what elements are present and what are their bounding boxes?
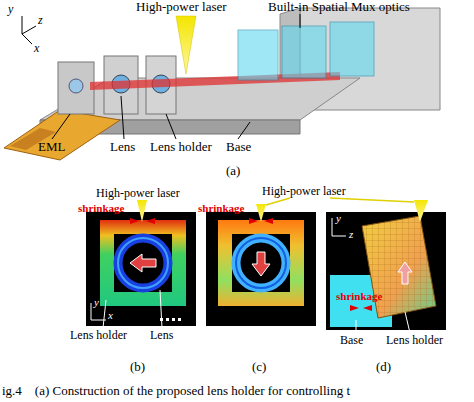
part-label: Base xyxy=(340,334,363,347)
part-label: Lens xyxy=(150,329,173,342)
effect-label: shrinkage xyxy=(78,202,124,214)
panel-label: (b) xyxy=(130,360,145,374)
part-label: Built-in Spatial Mux optics xyxy=(268,0,410,14)
fem-panel-b xyxy=(86,200,196,328)
part-label: High-power laser xyxy=(96,187,180,200)
panel-label: (d) xyxy=(376,360,391,374)
axis-label: z xyxy=(38,14,43,27)
part-label: Lens xyxy=(110,140,135,154)
part-label: Lens holder xyxy=(70,329,127,342)
fem-panel-d xyxy=(326,200,446,333)
part-label: Base xyxy=(226,140,251,154)
panel-label: (a) xyxy=(226,164,240,178)
effect-label: shrinkage xyxy=(336,290,382,302)
axis-label: y xyxy=(8,3,13,16)
axis-label: x xyxy=(34,42,39,55)
part-label: EML xyxy=(38,140,65,154)
axis-label: y xyxy=(94,296,99,308)
figure-caption: ig.4 (a) Construction of the proposed le… xyxy=(2,384,350,398)
part-label: High-power laser xyxy=(262,185,346,198)
assembly-3d xyxy=(4,8,440,160)
axis-label: z xyxy=(349,228,353,240)
part-label: Lens holder xyxy=(150,140,212,154)
axis-label: x xyxy=(108,309,113,321)
axis-label: y xyxy=(336,212,341,224)
panel-label: (c) xyxy=(252,360,266,374)
part-label: High-power laser xyxy=(136,0,227,14)
effect-label: shrinkage xyxy=(198,202,244,214)
part-label: Lens holder xyxy=(386,334,443,347)
